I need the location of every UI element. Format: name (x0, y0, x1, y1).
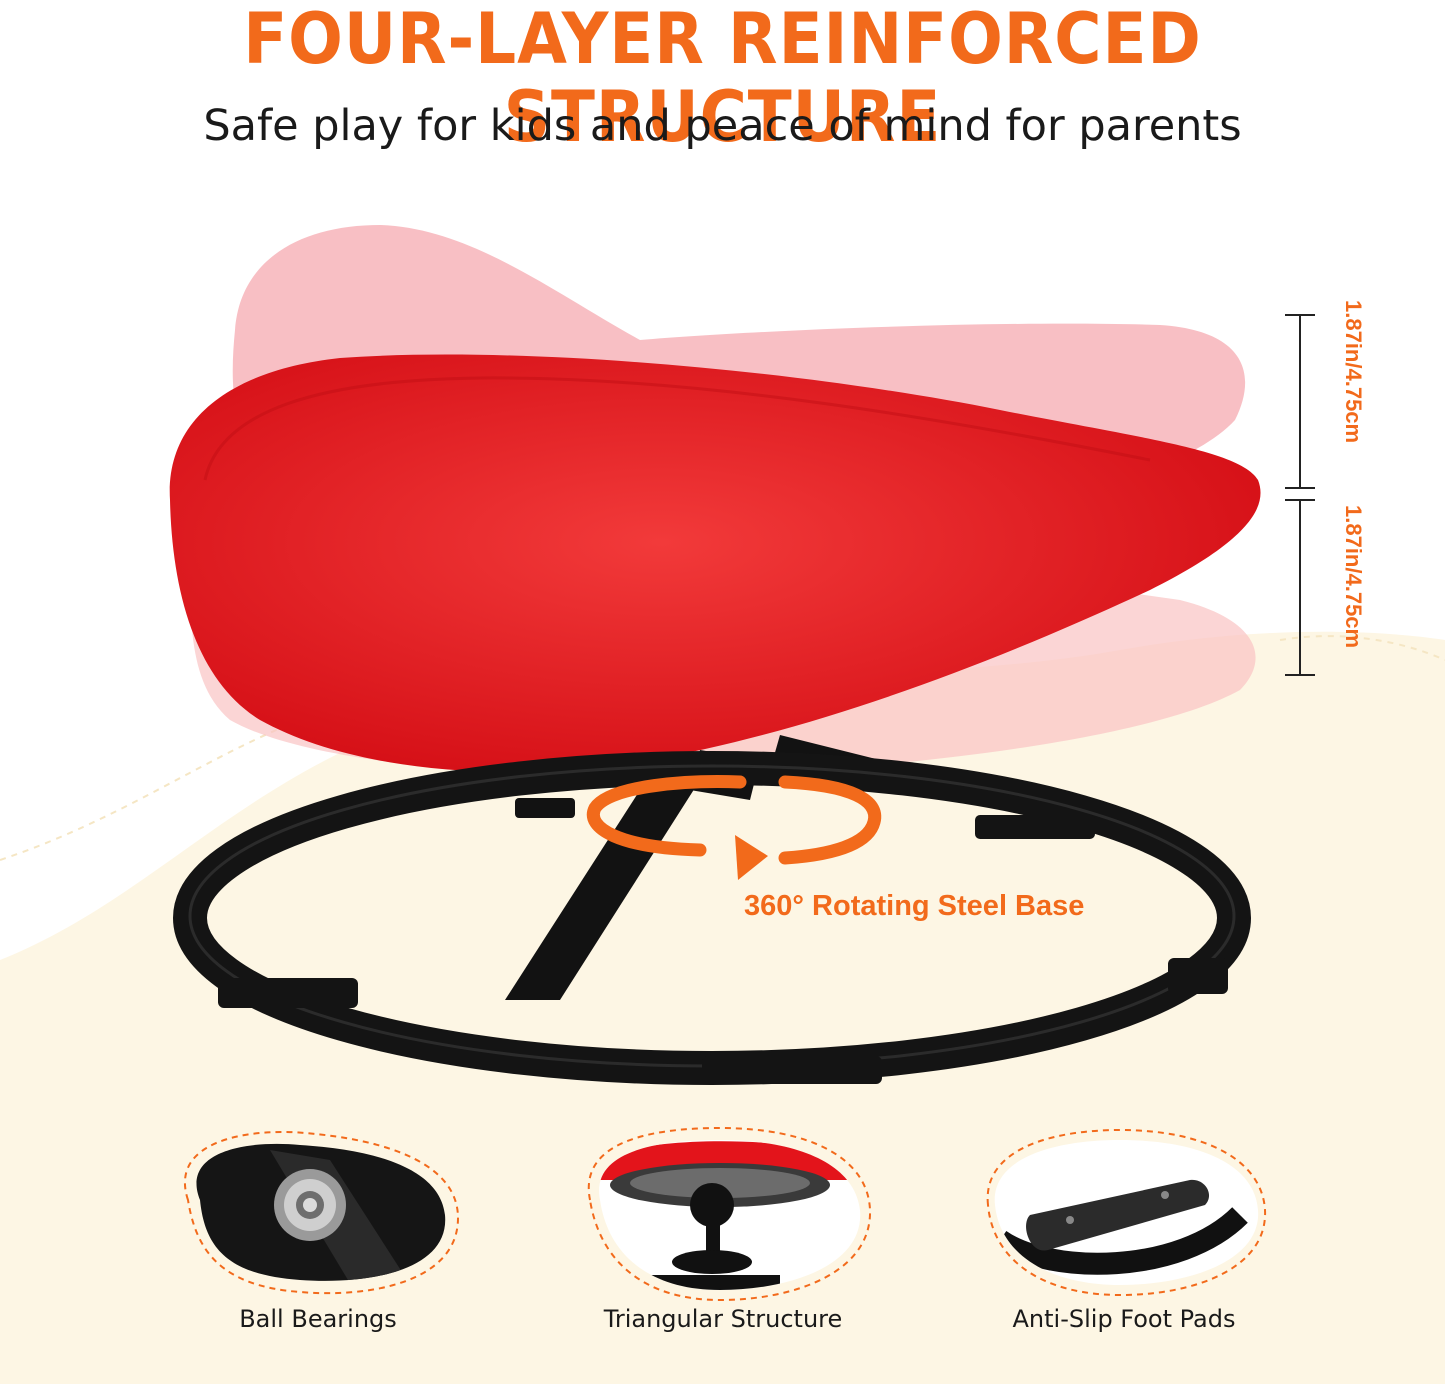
detail-caption-anti-slip-foot-pads: Anti-Slip Foot Pads (1012, 1305, 1236, 1333)
dimension-label-lower: 1.87in/4.75cm (1341, 505, 1366, 649)
dimension-label-upper: 1.87in/4.75cm (1341, 300, 1366, 444)
detail-anti-slip-foot-pads (986, 1128, 1267, 1297)
rotation-arrow-icon (586, 775, 882, 865)
base-callout: 360° Rotating Steel Base (744, 890, 1085, 922)
dimension-bars (1285, 314, 1315, 676)
subheadline: Safe play for kids and peace of mind for… (203, 101, 1242, 151)
seat-main (169, 354, 1261, 772)
foot-pads (218, 815, 1228, 1084)
detail-triangular-structure (587, 1126, 872, 1302)
detail-caption-triangular-structure: Triangular Structure (603, 1305, 843, 1333)
detail-ball-bearings (184, 1130, 460, 1295)
detail-caption-ball-bearings: Ball Bearings (239, 1305, 397, 1333)
headline: FOUR-LAYER REINFORCED STRUCTURE (243, 0, 1202, 158)
